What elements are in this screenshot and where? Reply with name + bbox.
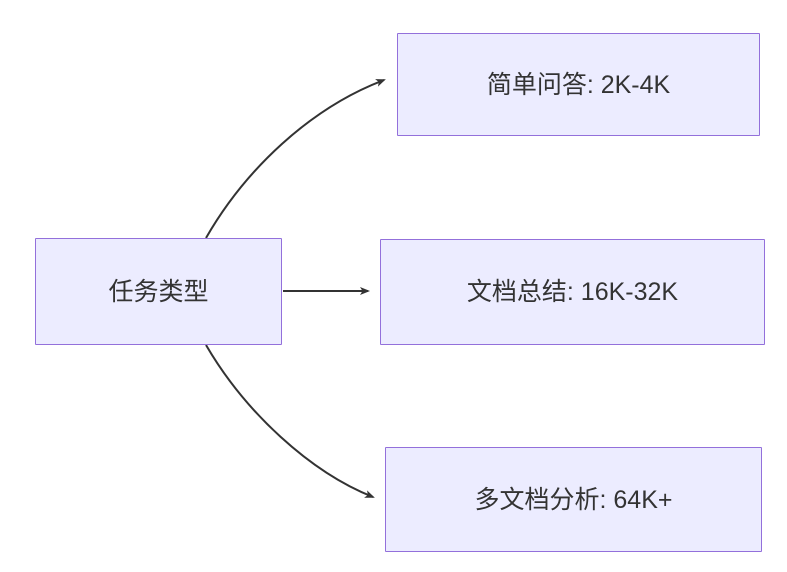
- node-multi-doc-label: 多文档分析: 64K+: [474, 485, 673, 514]
- node-doc-summary: 文档总结: 16K-32K: [380, 239, 765, 345]
- edge-task-type-to-multi-doc: [205, 344, 375, 498]
- node-task-type-label: 任务类型: [108, 277, 209, 306]
- node-simple-qa-label: 简单问答: 2K-4K: [486, 70, 671, 99]
- node-simple-qa: 简单问答: 2K-4K: [397, 33, 760, 136]
- node-multi-doc: 多文档分析: 64K+: [385, 447, 762, 552]
- node-doc-summary-label: 文档总结: 16K-32K: [466, 278, 679, 306]
- node-task-type: 任务类型: [35, 238, 282, 345]
- edge-task-type-to-simple-qa: [205, 79, 386, 239]
